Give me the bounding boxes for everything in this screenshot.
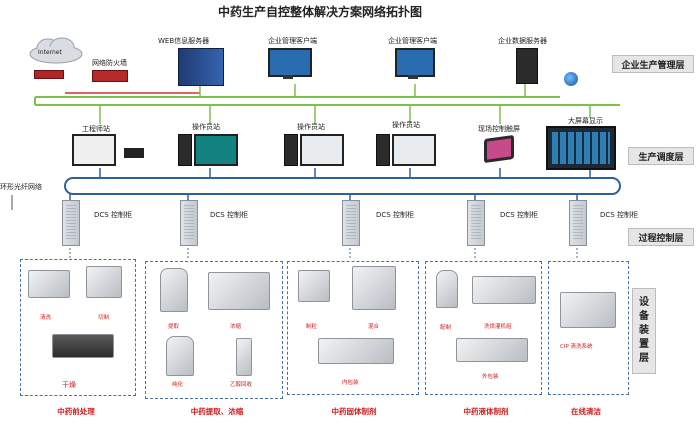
client1-label: 企业管理客户端: [268, 37, 317, 45]
equip-label-prepare: 配制: [440, 325, 452, 331]
equip-label-concentrate: 浓缩: [230, 324, 242, 330]
op-station2-monitor-icon: [300, 134, 344, 166]
layer-equipment-char-5: 层: [639, 353, 649, 364]
dcs-cabinet-4-icon: [467, 200, 485, 246]
ethanol-recovery-icon: [236, 338, 252, 376]
big-screen-label: 大屏幕显示: [568, 117, 603, 125]
equip-label-ethanol: 乙醇回收: [230, 382, 253, 388]
category-liquid: 中药液体制剂: [463, 407, 509, 416]
cutting-machine-icon: [86, 266, 122, 298]
dcs-cabinet-3-icon: [342, 200, 360, 246]
data-server-icon: [516, 48, 538, 84]
touch-panel-label: 现场控制触屏: [478, 125, 520, 133]
dcs-cabinet-5-label: DCS 控制柜: [600, 211, 638, 219]
dcs-cabinet-2-label: DCS 控制柜: [210, 211, 248, 219]
op-station1-label: 操作员站: [192, 123, 220, 131]
web-server-label: WEB信息服务器: [158, 37, 210, 45]
equip-label-mix: 混合: [368, 324, 380, 330]
equipment-group-liquid: [425, 261, 542, 395]
dcs-cabinet-1-icon: [62, 200, 80, 246]
data-server-label: 企业数据服务器: [498, 37, 547, 45]
equip-label-cut: 切制: [98, 315, 110, 321]
internet-cloud-icon: [29, 37, 83, 64]
firewall-icon: [92, 70, 128, 82]
equipment-group-solid: [287, 261, 419, 395]
dcs-cabinet-5-icon: [569, 200, 587, 246]
layer-equipment-char-1: 设: [639, 297, 649, 308]
equip-label-dry: 干燥: [62, 381, 76, 389]
layer-equipment-char-4: 置: [639, 339, 649, 350]
equipment-group-cip: [548, 261, 629, 395]
layer-equipment: 设 备 装 置 层: [632, 288, 656, 374]
category-extraction: 中药提取、浓缩: [190, 407, 244, 416]
internet-label: Internet: [38, 49, 62, 56]
client2-label: 企业管理客户端: [388, 37, 437, 45]
op-station1-monitor-icon: [194, 134, 238, 166]
ring-network-label: 环形光纤网络: [0, 183, 42, 191]
extraction-tank-icon: [160, 268, 188, 312]
equipment-group-extraction: [145, 261, 283, 399]
layer-scheduling: 生产调度层: [628, 147, 694, 165]
equip-label-outer-pack: 外包装: [482, 374, 499, 380]
cip-system-icon: [560, 292, 616, 328]
client2-monitor-icon: [395, 48, 435, 77]
equip-label-inner-pack: 内包装: [342, 380, 359, 386]
op-station3-monitor-icon: [392, 134, 436, 166]
equip-label-wash: 清洗: [40, 315, 52, 321]
category-pretreatment: 中药前处理: [57, 407, 95, 416]
globe-icon: [564, 72, 578, 86]
equip-label-extract: 提取: [168, 324, 180, 330]
dcs-cabinet-1-label: DCS 控制柜: [94, 211, 132, 219]
purification-column-icon: [166, 336, 194, 376]
client1-monitor-icon: [268, 48, 312, 77]
equip-label-cip: CIP 清洗系统: [560, 344, 593, 350]
touch-panel-icon: [484, 134, 514, 164]
equip-label-fill-unit: 洗烘灌机组: [484, 324, 512, 330]
ring-fiber-network: [64, 177, 621, 195]
mixer-icon: [352, 266, 396, 310]
engineer-station-label: 工程师站: [82, 125, 110, 133]
category-cip: 在线清洁: [571, 407, 601, 416]
preparation-tank-icon: [436, 270, 458, 308]
firewall-label: 网络防火墙: [92, 59, 127, 67]
concentrator-icon: [208, 272, 270, 310]
web-server-icon: [178, 48, 224, 86]
op-station2-label: 操作员站: [297, 123, 325, 131]
printer-icon: [124, 148, 144, 158]
router-icon: [34, 70, 64, 79]
layer-control: 过程控制层: [628, 228, 694, 246]
outer-packaging-machine-icon: [456, 338, 528, 362]
layer-equipment-char-2: 备: [639, 311, 649, 322]
wash-dry-fill-unit-icon: [472, 276, 536, 304]
dcs-cabinet-3-label: DCS 控制柜: [376, 211, 414, 219]
layer-management: 企业生产管理层: [612, 55, 694, 73]
equipment-group-pretreatment: [20, 259, 136, 396]
op-station3-label: 操作员站: [392, 121, 420, 129]
diagram-title: 中药生产自控整体解决方案网络拓扑图: [217, 5, 422, 19]
dryer-icon: [52, 334, 114, 358]
category-solid: 中药固体制剂: [331, 407, 377, 416]
engineer-station-monitor-icon: [72, 134, 116, 166]
washing-machine-icon: [28, 270, 70, 298]
layer-equipment-char-3: 装: [639, 325, 649, 336]
big-screen-display-icon: [546, 126, 616, 170]
granulator-icon: [298, 270, 330, 302]
inner-packaging-machine-icon: [318, 338, 394, 364]
equip-label-granulate: 制粒: [306, 324, 318, 330]
dcs-cabinet-2-icon: [180, 200, 198, 246]
dcs-cabinet-4-label: DCS 控制柜: [500, 211, 538, 219]
equip-label-purify: 纯化: [172, 382, 184, 388]
